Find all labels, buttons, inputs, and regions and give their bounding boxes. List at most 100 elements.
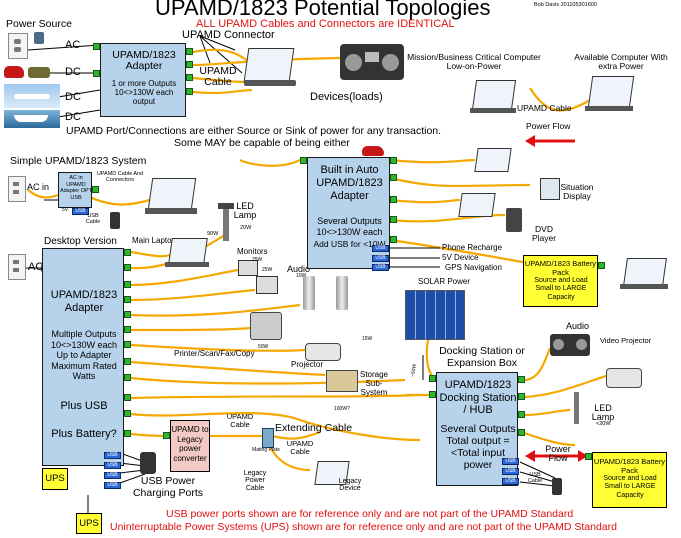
storage-w-label: 100W? [334,406,350,412]
desktop-version-label: Desktop Version [44,236,117,247]
port-5v-label: 5V [62,207,69,213]
docking-label: Docking Station or Expansion Box [439,345,525,370]
speaker-icon [336,276,348,310]
usb-hub-icon [140,452,156,474]
docking-details: Several Outputs Total output = <Total in… [440,423,516,472]
port[interactable] [598,262,605,269]
auto-laptop-icon [458,193,496,217]
port[interactable] [518,429,525,436]
battery-pack-details: Source and Load Small to LARGE Capacity [534,277,588,301]
port[interactable] [300,157,307,164]
usb-port-text: USB [75,208,86,214]
main-laptop-icon [168,238,208,264]
simple-laptop-icon [147,178,197,210]
port[interactable] [124,410,131,417]
port[interactable] [124,296,131,303]
usb-cable-label: USB Cable [85,213,101,225]
port[interactable] [124,341,131,348]
wall-outlet-icon [8,254,26,280]
ac-label: AC [65,39,81,51]
usb-port[interactable]: USB [104,472,121,479]
port[interactable] [429,391,436,398]
port[interactable] [93,70,100,77]
wall-outlet-icon [8,33,28,59]
led-lamp-label: LED Lamp [233,201,257,221]
port[interactable] [124,264,131,271]
port[interactable] [390,216,397,223]
port[interactable] [518,411,525,418]
port[interactable] [518,393,525,400]
usb-port[interactable]: USB [104,462,121,469]
monitors-label: Monitors [237,247,268,256]
power-source-label: Power Source [6,18,72,30]
5v-device-label: 5V Device [442,253,479,262]
usb-port[interactable]: USB [502,468,519,475]
printer-label: Printer/Scan/Fax/Copy [174,349,255,358]
subtitle: ALL UPAMD Cables and Connectors are IDEN… [196,18,455,30]
audio-label: Audio [287,264,311,274]
usb-port[interactable]: USB [502,458,519,465]
plus-usb-label: Plus USB [60,400,108,412]
humvee-icon [28,67,50,78]
author-stamp: Bob Davis 201105301600 [534,2,597,8]
port[interactable] [186,88,193,95]
usb-port[interactable]: USB [72,208,89,215]
airplane-icon [4,84,60,108]
port[interactable] [93,43,100,50]
situation-display-label: Situation Display [560,182,594,201]
top-adapter-details: 1 or more Outputs 10<>130W each output [111,79,177,107]
boombox-icon [340,44,404,80]
port[interactable] [124,358,131,365]
port[interactable] [163,432,170,439]
docking-title: UPAMD/1823 Docking Station / HUB [439,379,517,417]
auto-adapter-title: Built in Auto UPAMD/1823 Adapter [316,164,383,202]
desktop-adapter-details: Multiple Outputs 10<>130W each Up to Ada… [50,329,118,382]
port[interactable] [518,376,525,383]
audio-w-label: 10W [296,273,307,279]
port[interactable] [124,430,131,437]
port[interactable] [390,236,397,243]
speaker-icon [303,276,315,310]
monitor-icon [256,276,278,294]
port[interactable] [124,281,131,288]
solar-panel-icon [405,290,465,340]
legacy-converter-label: UPAMD to Legacy power converter [171,425,209,463]
port-note-1: UPAMD Port/Connections are either Source… [66,125,442,137]
monitor-w1-label: 25W [252,257,263,263]
usb-port[interactable]: USB [372,255,389,262]
usb-port[interactable]: USB [502,478,519,485]
laptop-icon [243,48,295,82]
port[interactable] [124,311,131,318]
auto-adapter-box: Built in Auto UPAMD/1823 Adapter Several… [307,157,390,269]
port[interactable] [186,48,193,55]
port[interactable] [92,186,99,193]
footer-note-1: USB power ports shown are for reference … [166,508,574,520]
port[interactable] [390,196,397,203]
port[interactable] [585,453,592,460]
port[interactable] [390,174,397,181]
usb-port[interactable]: USB [372,245,389,252]
desktop-adapter-title: UPAMD/1823 Adapter [50,289,118,315]
desk-lamp-icon [223,203,229,241]
port[interactable] [186,61,193,68]
ups-label: UPS [45,473,65,484]
usb-port[interactable]: USB [104,482,121,489]
simple-cable-label: UPAMD Cable And Connectors [96,171,144,183]
auto-adapter-details: Several Outputs 10<>130W each [316,216,383,237]
port[interactable] [124,374,131,381]
port[interactable] [390,157,397,164]
gps-label: GPS Navigation [445,263,502,272]
upamd-cable-label-2: UPAMD Cable [286,439,314,456]
port[interactable] [186,74,193,81]
usb-port[interactable]: USB [372,264,389,271]
phone-icon [552,478,562,495]
usb-port[interactable]: USB [104,452,121,459]
port[interactable] [124,326,131,333]
wall-outlet-icon [8,176,26,202]
port[interactable] [429,375,436,382]
port[interactable] [124,394,131,401]
usb-charging-label: USB Power Charging Ports [132,475,204,500]
port[interactable] [124,249,131,256]
ac-in-label: AC in [27,182,50,192]
dc-label-1: DC [65,66,81,78]
